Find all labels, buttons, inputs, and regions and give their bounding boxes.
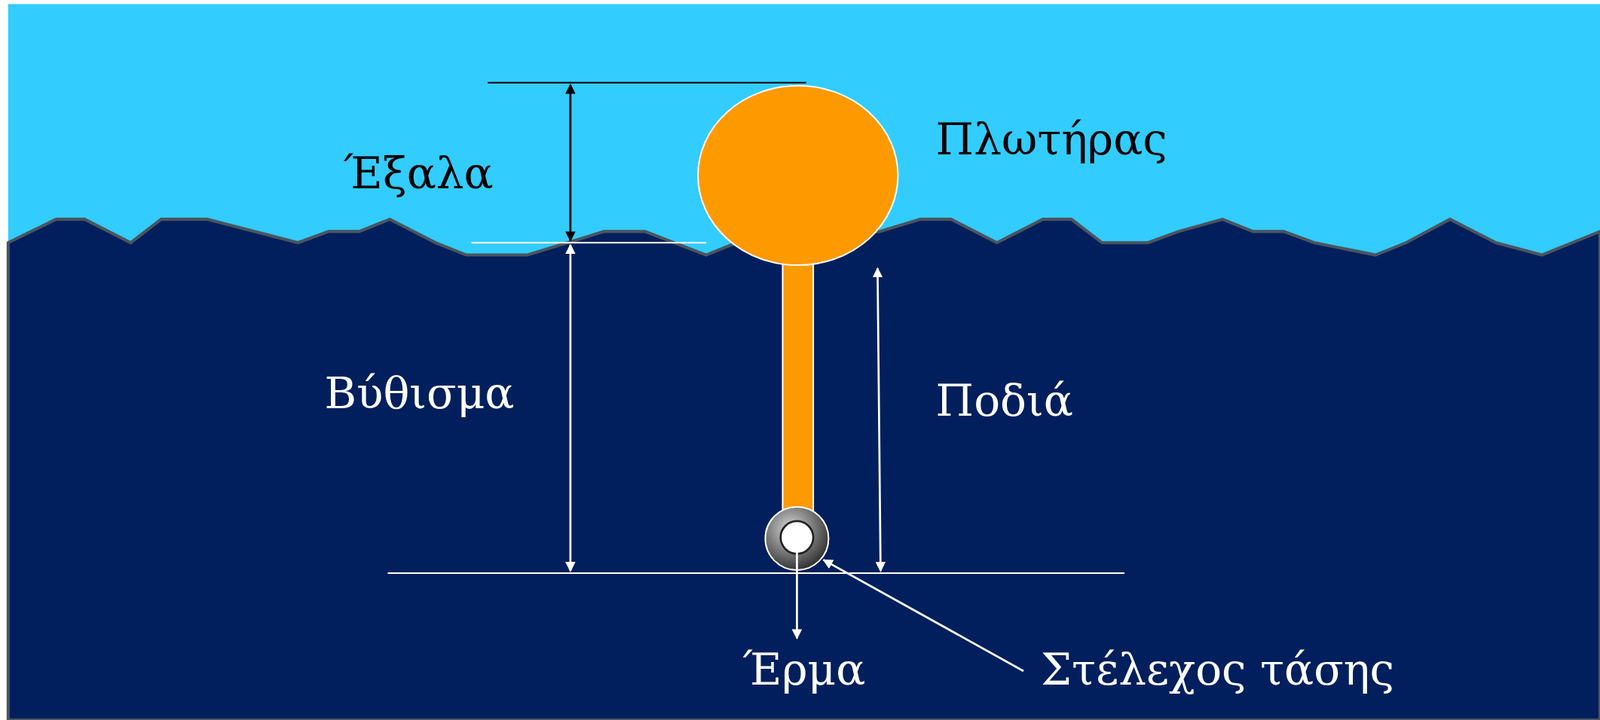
part-label: Στέλεχος τάσης (1040, 645, 1395, 696)
freeboard-arrow (569, 84, 573, 241)
weight-arrow (795, 550, 799, 639)
sky-region (8, 3, 1600, 720)
leg-arrow (877, 268, 881, 572)
part-label: Έρμα (742, 645, 866, 696)
part-label: Έξαλα (343, 148, 494, 199)
part-label: Βύθισμα (324, 368, 515, 420)
float-body (697, 85, 898, 266)
draft-arrow (569, 244, 573, 572)
reference-line (487, 82, 806, 84)
part-label: Πλωτήρας (936, 114, 1168, 166)
part-label: Ποδιά (936, 376, 1074, 427)
tension-member (780, 521, 814, 554)
waterline (471, 241, 707, 244)
bottom-line (388, 572, 1126, 575)
float-leg (782, 261, 814, 519)
water-region (8, 219, 1600, 720)
